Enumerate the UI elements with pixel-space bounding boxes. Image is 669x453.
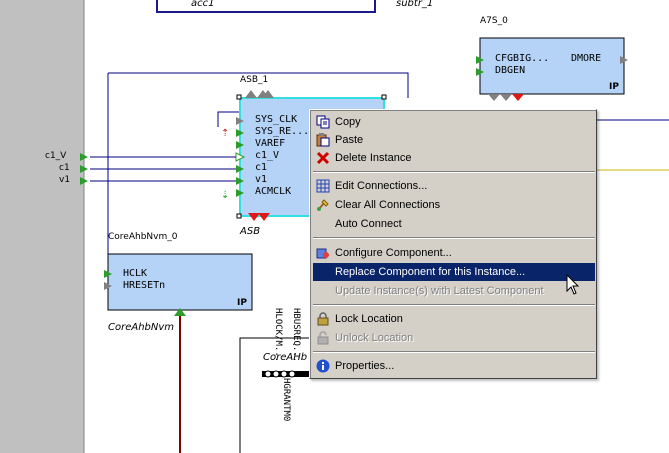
down-arrow-icon: ⇣ bbox=[221, 190, 229, 201]
asb-port-sys-reset: SYS_RE... bbox=[255, 126, 310, 137]
coreahbnvm-port-hclk: HCLK bbox=[123, 268, 148, 279]
menu-item-paste[interactable]: Paste bbox=[313, 131, 595, 149]
asb-port-c1: c1 bbox=[255, 162, 268, 173]
menu-item-label: Configure Component... bbox=[335, 247, 452, 259]
configure-icon bbox=[316, 248, 329, 259]
port-hlock: HLOCK/M... bbox=[273, 308, 283, 363]
delete-x-icon bbox=[316, 151, 330, 165]
menu-item-edit-connections[interactable]: Edit Connections... bbox=[313, 177, 595, 195]
menu-item-clear-all-connections[interactable]: Clear All Connections bbox=[313, 196, 595, 214]
coreahbnvm-instance-name: CoreAhbNvm_0 bbox=[108, 232, 178, 242]
asb-port-c1v: c1_V bbox=[255, 150, 280, 161]
menu-item-label: Unlock Location bbox=[335, 332, 414, 344]
wire-asb-loop bbox=[217, 111, 240, 127]
coreahbnvm-ip-tag: IP bbox=[237, 298, 247, 308]
menu-item-label: Properties... bbox=[335, 360, 395, 372]
menu-item-configure-component[interactable]: Configure Component... bbox=[313, 244, 595, 262]
net-c1v-label: c1_V bbox=[45, 151, 67, 161]
menu-item-label: Auto Connect bbox=[335, 218, 402, 230]
a7s-port-out: DMORE bbox=[571, 53, 602, 64]
net-c1-label: c1 bbox=[59, 163, 70, 173]
menu-item-delete-instance[interactable]: Delete Instance bbox=[313, 149, 595, 167]
net-v1-label: v1 bbox=[59, 175, 71, 185]
menu-item-unlock-location[interactable]: Unlock Location bbox=[313, 329, 595, 347]
port-hbusreq: HBUSREQ... bbox=[291, 308, 301, 363]
menu-item-label: Copy bbox=[335, 116, 361, 128]
paste-icon bbox=[316, 133, 330, 147]
menu-item-update-instances[interactable]: Update Instance(s) with Latest Component bbox=[313, 282, 595, 300]
wire-outer bbox=[108, 72, 409, 98]
menu-item-label: Replace Component for this Instance... bbox=[335, 266, 526, 278]
mouse-cursor-icon bbox=[566, 274, 580, 295]
a7s-instance-name: A7S_0 bbox=[480, 16, 508, 26]
menu-item-label: Paste bbox=[335, 134, 364, 146]
asb-type-label: ASB bbox=[240, 226, 261, 237]
left-gutter bbox=[0, 0, 84, 453]
a7s-port-1: DBGEN bbox=[495, 65, 526, 76]
menu-item-label: Clear All Connections bbox=[335, 199, 441, 211]
connections-icon bbox=[316, 179, 330, 193]
a7s-port-0: CFGBIG... bbox=[495, 53, 550, 64]
subtr1-label: subtr_1 bbox=[396, 0, 434, 9]
up-arrow-icon: ⇡ bbox=[221, 128, 229, 139]
menu-item-label: Lock Location bbox=[335, 313, 403, 325]
coreahb2-type-label: CoreAHb bbox=[263, 352, 308, 363]
asb-instance-name: ASB_1 bbox=[240, 75, 269, 85]
menu-item-label: Update Instance(s) with Latest Component bbox=[335, 285, 544, 297]
coreahb-block-outline bbox=[239, 337, 309, 453]
menu-item-auto-connect[interactable]: Auto Connect bbox=[313, 215, 595, 233]
lock-icon bbox=[317, 312, 329, 326]
asb-port-acmclk: ACMCLK bbox=[255, 186, 292, 197]
context-menu: Copy Paste Delete Instance Edit Connecti… bbox=[309, 109, 597, 379]
menu-item-label: Delete Instance bbox=[335, 152, 412, 164]
a7s-block[interactable] bbox=[479, 37, 625, 95]
menu-item-lock-location[interactable]: Lock Location bbox=[313, 310, 595, 328]
coreahbnvm-block[interactable] bbox=[107, 253, 253, 311]
unlock-icon bbox=[317, 331, 329, 345]
menu-item-copy[interactable]: Copy bbox=[313, 113, 595, 131]
copy-icon bbox=[316, 115, 330, 129]
coreahbnvm-port-hresetn: HRESETn bbox=[123, 280, 166, 291]
top-block-outline bbox=[156, 0, 376, 13]
menu-item-properties[interactable]: Properties... bbox=[313, 357, 595, 375]
properties-icon bbox=[316, 359, 330, 373]
asb-port-v1: v1 bbox=[255, 174, 268, 185]
port-hgrantm0: HGRANTM0 bbox=[281, 378, 291, 422]
asb-port-sys-clk: SYS_CLK bbox=[255, 114, 298, 125]
asb-port-varef: VAREF bbox=[255, 138, 286, 149]
menu-item-replace-component[interactable]: Replace Component for this Instance... bbox=[313, 263, 595, 281]
acc1-label: acc1 bbox=[191, 0, 215, 9]
clear-connections-icon bbox=[317, 199, 329, 211]
coreahbnvm-type-label: CoreAhbNvm bbox=[108, 322, 175, 333]
menu-item-label: Edit Connections... bbox=[335, 180, 428, 192]
a7s-ip-tag: IP bbox=[609, 82, 619, 92]
